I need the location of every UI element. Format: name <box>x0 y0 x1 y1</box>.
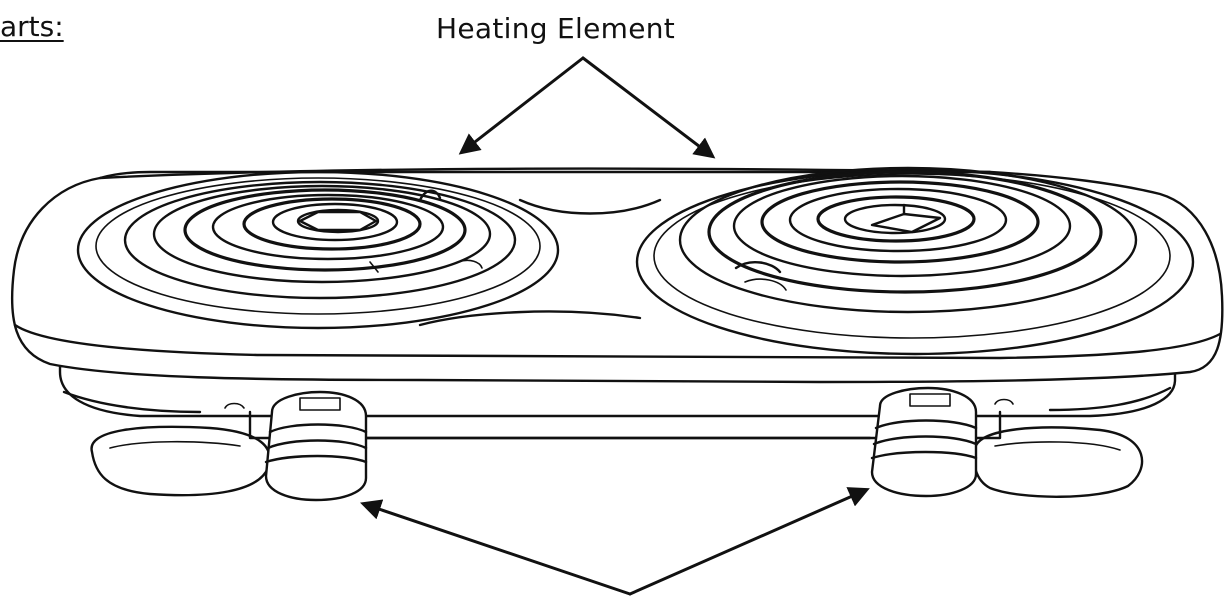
hot-plate-feet <box>90 425 1144 498</box>
knob-arrow-right <box>628 487 870 596</box>
heating-arrow-right <box>581 56 716 159</box>
heating-element-arrows <box>458 56 716 159</box>
hot-plate-top <box>10 167 1224 384</box>
left-knob <box>264 390 368 502</box>
left-burner <box>76 170 560 330</box>
heating-arrow-left <box>458 56 585 155</box>
right-knob <box>870 386 978 498</box>
right-burner <box>635 166 1195 356</box>
knob-arrows <box>360 487 870 596</box>
heating-element-label: Heating Element <box>436 12 676 45</box>
section-heading: arts: <box>0 10 64 43</box>
knob-arrow-left <box>360 499 632 596</box>
